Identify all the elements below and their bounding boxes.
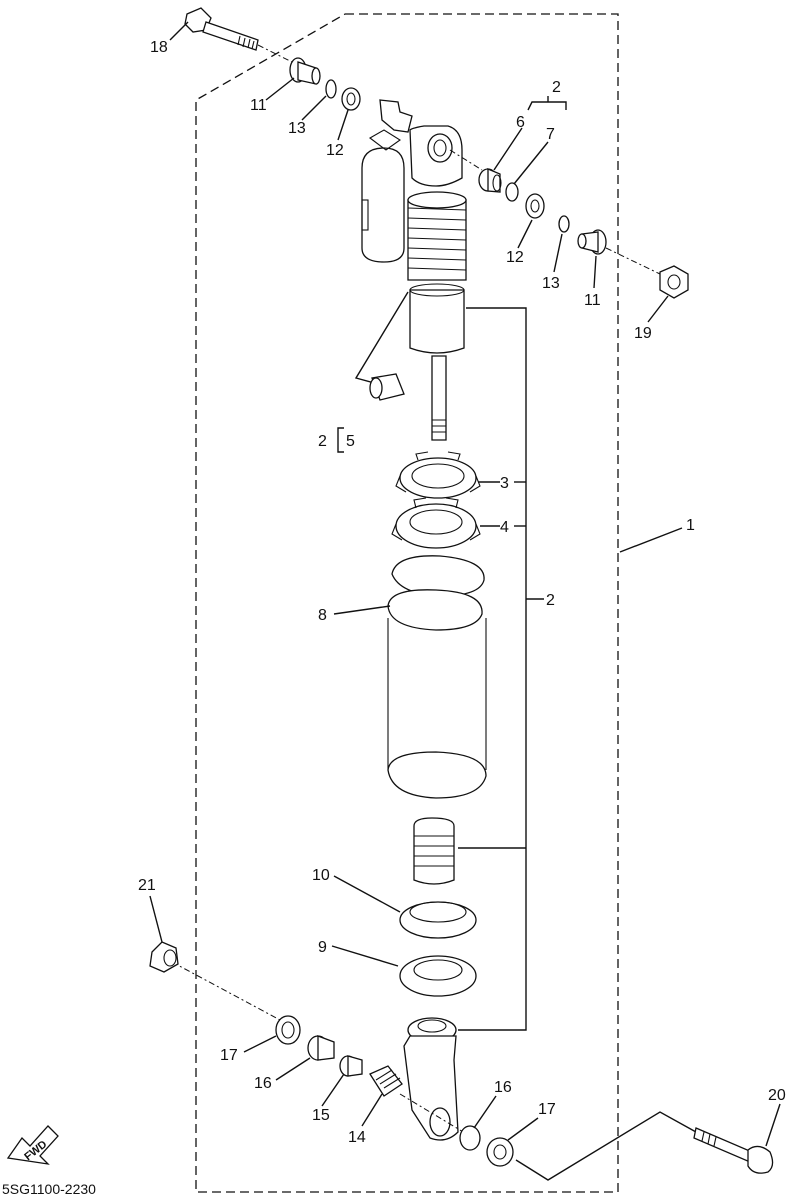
callout-2-mid: 2	[546, 592, 555, 609]
callout-2-top: 2	[552, 79, 561, 96]
callout-15: 15	[312, 1107, 330, 1124]
centerline-upper-right	[449, 149, 483, 171]
leader-1	[619, 527, 683, 553]
fwd-arrow-icon: FWD	[6, 1125, 59, 1165]
figure-code: 5SG1100-2230	[2, 1181, 96, 1197]
part-4-lock-nut	[391, 497, 481, 549]
callout-1: 1	[686, 517, 695, 534]
callout-5: 5	[346, 433, 355, 450]
part-3-ring-nut	[395, 451, 481, 499]
part-9-seat	[399, 955, 477, 997]
callout-12-left: 12	[326, 142, 344, 159]
callout-20: 20	[768, 1087, 786, 1104]
part-14-bearing	[369, 1065, 403, 1097]
part-12-bushing-right	[525, 193, 545, 219]
part-16-bushing-right	[459, 1125, 481, 1151]
leader-14	[361, 1093, 383, 1127]
leader-16-right	[473, 1095, 497, 1129]
leader-21	[149, 895, 163, 943]
leader-2-top-bracket	[527, 96, 567, 111]
callout-18: 18	[150, 39, 168, 56]
centerline-lower-left	[171, 961, 281, 1021]
callout-2-bracket: 2	[318, 433, 327, 450]
centerline-to-19	[605, 247, 661, 275]
leader-11-left	[265, 77, 295, 101]
leader-17-right	[507, 1117, 539, 1141]
leader-9	[331, 945, 399, 967]
callout-13-right: 13	[542, 275, 560, 292]
part-17-washer-right	[486, 1137, 514, 1167]
callout-12-right: 12	[506, 249, 524, 266]
callout-11-left: 11	[250, 97, 267, 114]
part-bump-rubber	[413, 817, 455, 885]
leader-18	[169, 21, 189, 41]
callout-4: 4	[500, 519, 509, 536]
leader-6	[493, 127, 523, 171]
leader-line-to-20	[515, 1111, 697, 1181]
callout-21: 21	[138, 877, 156, 894]
part-13-oring-upper-left	[325, 79, 337, 99]
callout-6: 6	[516, 114, 525, 131]
callout-16-left: 16	[254, 1075, 272, 1092]
callout-10: 10	[312, 867, 330, 884]
leader-12-right	[517, 219, 533, 249]
part-15-spacer	[339, 1055, 363, 1077]
part-5-adjuster	[369, 373, 405, 401]
callout-9: 9	[318, 939, 327, 956]
part-11-collar-upper-left	[289, 57, 321, 85]
callout-13-left: 13	[288, 120, 306, 137]
leader-11-right	[593, 255, 597, 289]
callout-16-right: 16	[494, 1079, 512, 1096]
group-bracket-2	[458, 307, 527, 1031]
callout-3: 3	[500, 475, 509, 492]
callout-14: 14	[348, 1129, 366, 1146]
callout-11-right: 11	[584, 292, 601, 309]
lower-clevis	[403, 1017, 459, 1141]
part-8-spring	[387, 555, 487, 799]
part-11-collar-right	[577, 229, 607, 255]
part-6-bearing	[478, 168, 502, 193]
leader-8	[333, 605, 391, 615]
leader-15	[321, 1073, 345, 1107]
leader-10	[333, 875, 401, 913]
leader-19	[647, 295, 669, 323]
shock-body	[407, 125, 467, 441]
leader-16-left	[275, 1057, 311, 1081]
callout-7: 7	[546, 126, 555, 143]
callout-8: 8	[318, 607, 327, 624]
part-17-washer-left	[275, 1015, 301, 1045]
part-20-bolt	[693, 1127, 774, 1174]
callout-17-right: 17	[538, 1101, 556, 1118]
callout-19: 19	[634, 325, 652, 342]
leader-13-right	[553, 233, 563, 273]
part-7-oring	[505, 182, 519, 202]
part-19-nut	[659, 265, 689, 299]
leader-20	[765, 1103, 781, 1147]
shock-reservoir	[361, 99, 413, 263]
part-21-collar	[149, 941, 179, 973]
leader-5-bracket	[354, 291, 409, 385]
part-10-cap	[399, 901, 477, 939]
part-13-oring-right	[558, 215, 570, 233]
part-16-bushing-left	[307, 1035, 335, 1061]
leader-17-left	[243, 1035, 277, 1053]
leader-7	[513, 141, 549, 185]
part-12-bushing-upper-left	[341, 87, 361, 111]
assembly-boundary	[195, 13, 619, 1193]
leader-2-bracket-left	[337, 427, 344, 453]
callout-17-left: 17	[220, 1047, 238, 1064]
part-18-bolt	[184, 7, 259, 51]
leader-12-left	[337, 109, 349, 141]
leader-13-left	[301, 95, 327, 121]
